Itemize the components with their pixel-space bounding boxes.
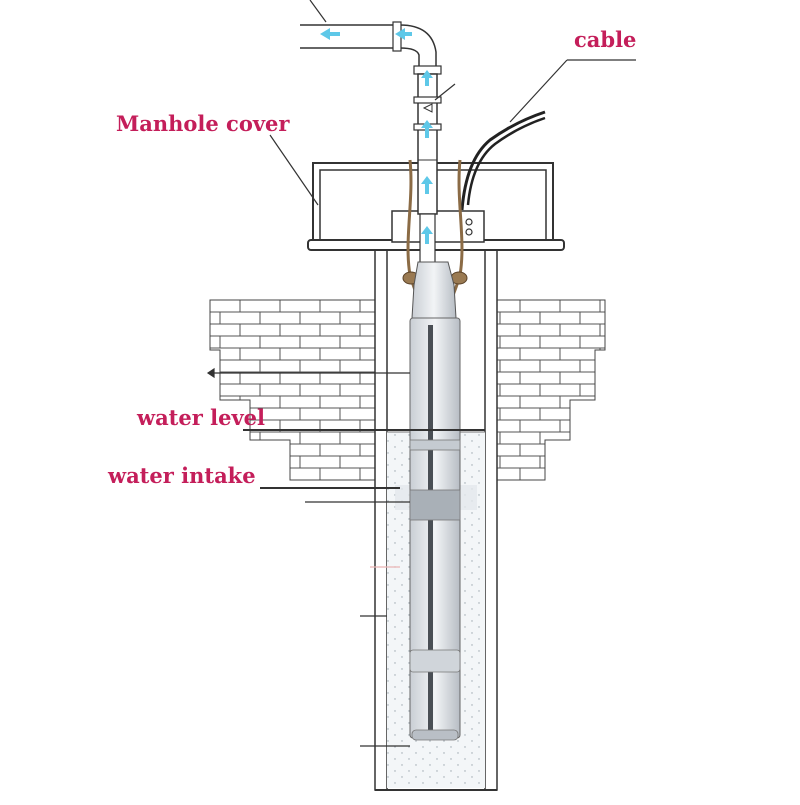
power-cable xyxy=(460,110,546,211)
ground-left xyxy=(209,299,376,481)
water-level-label: water level xyxy=(137,405,265,430)
water-intake-label: water intake xyxy=(108,463,256,488)
up-arrow-icon xyxy=(320,28,433,244)
outlet-pipe xyxy=(300,21,442,265)
cable-label: cable xyxy=(574,27,637,52)
well-casing xyxy=(374,247,498,791)
submersible-pump xyxy=(409,261,461,741)
manhole-cover-label: Manhole cover xyxy=(116,111,290,136)
leader-lines xyxy=(206,0,636,747)
ground-right xyxy=(496,299,606,481)
